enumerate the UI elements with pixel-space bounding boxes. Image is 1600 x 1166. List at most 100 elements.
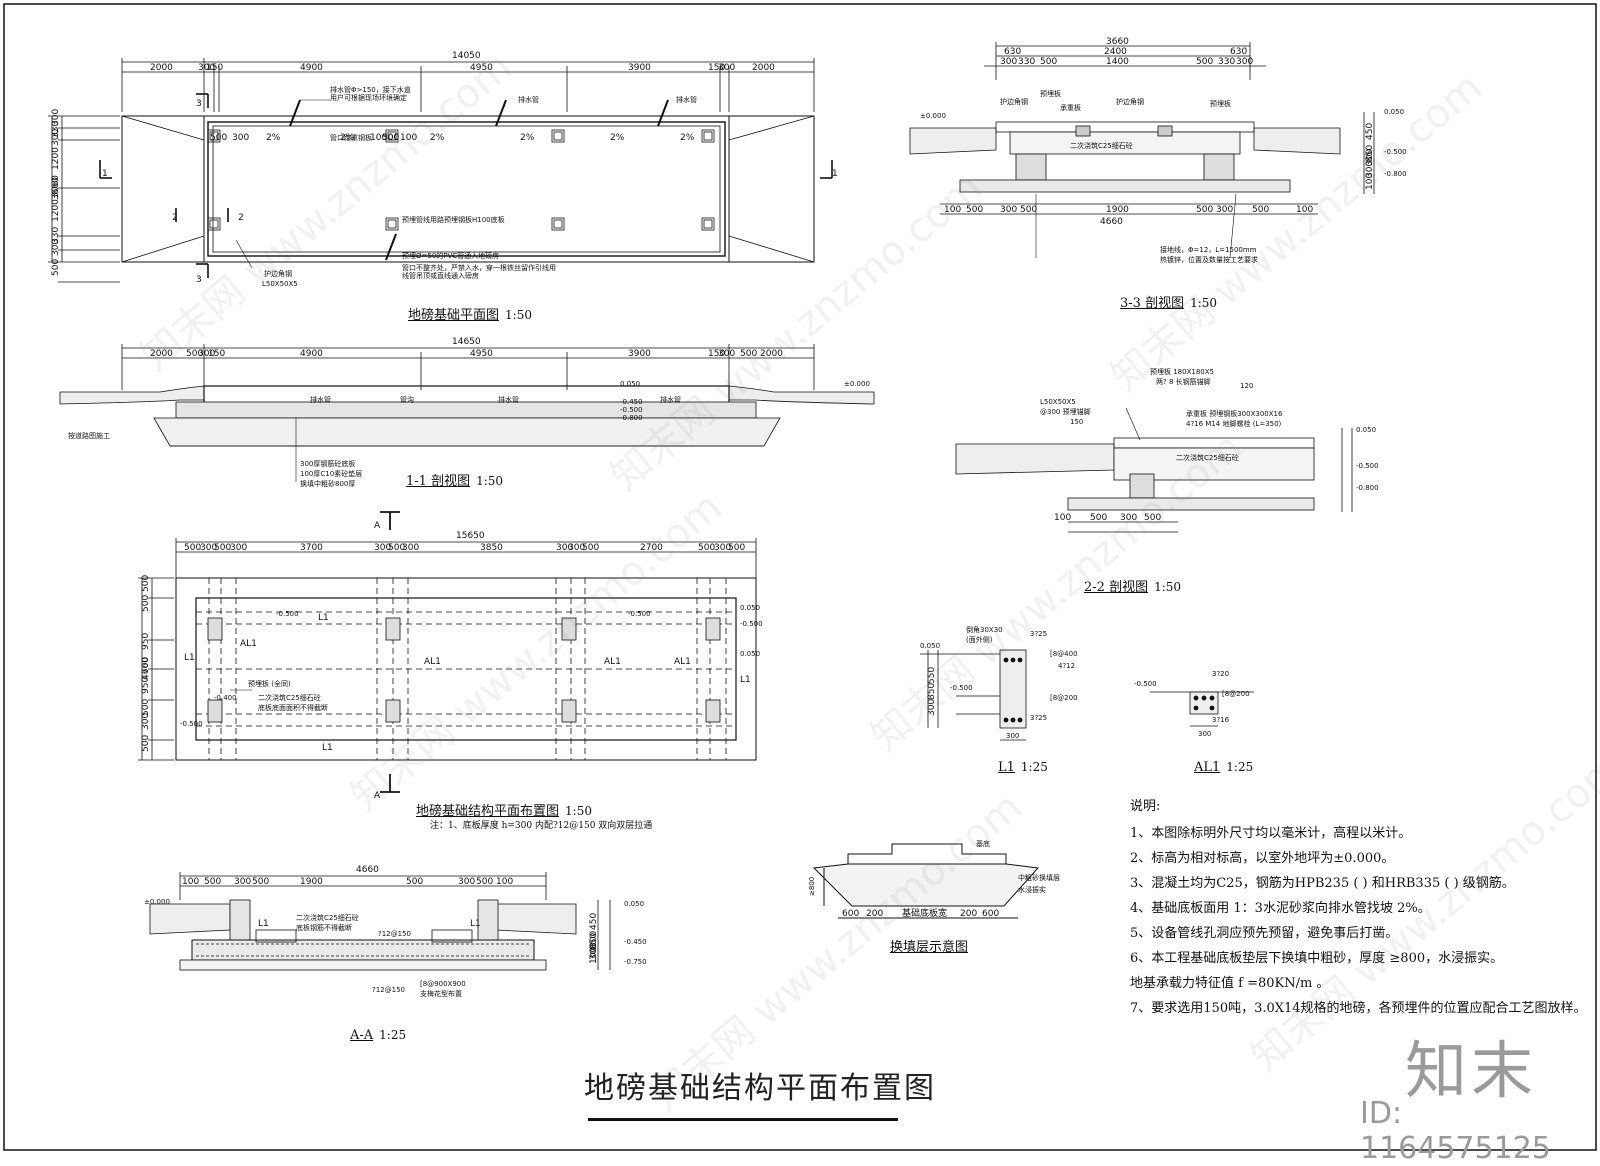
plan-inner-dim: 2% xyxy=(680,133,695,143)
struct-label: AL1 xyxy=(674,657,691,667)
s11-label: 300厚钢筋砼底板 xyxy=(300,459,355,468)
s33-label: 预埋板 xyxy=(1040,89,1061,98)
dimension-total: 14050 xyxy=(452,51,481,61)
dimension-value: 300 xyxy=(458,877,475,887)
s22-label: 承重板 预埋钢板300X300X16 xyxy=(1186,409,1283,418)
note-item: 1、本图除标明外尺寸均以毫米计，高程以米计。 xyxy=(1130,826,1412,841)
dimension-value: 2000 xyxy=(150,63,173,73)
aa-label: ?12@150 xyxy=(378,930,411,938)
fill-dim: ≥800 xyxy=(808,877,816,896)
plan-label: 排水管 xyxy=(676,95,697,104)
note-item: 5、设备管线孔洞应预先预留，避免事后打凿。 xyxy=(1130,926,1399,941)
dimension-value: 500 xyxy=(1040,57,1057,67)
dimension-value: 300 xyxy=(714,543,731,553)
s11-label: -0.500 xyxy=(620,406,643,414)
s11-label: -0.450 xyxy=(620,398,643,406)
dimension-value: 100 xyxy=(944,205,961,215)
struct-label: -0.500 xyxy=(276,610,299,618)
fill-label: 基底 xyxy=(976,839,990,848)
dimension-value: 100 xyxy=(1054,513,1071,523)
dimension-value: 500 xyxy=(186,349,203,359)
dimension-value: 300 xyxy=(1216,205,1233,215)
dimension-value: 1200 xyxy=(51,147,61,170)
plan-label: 护边角钢 xyxy=(264,269,292,278)
struct-label: AL1 xyxy=(424,657,441,667)
dimension-value: 300 xyxy=(51,129,61,146)
dimension-value: 150 xyxy=(708,63,725,73)
al1-label: 300 xyxy=(1198,730,1211,738)
l1-label: (面外侧) xyxy=(966,635,993,644)
aa-label: L1 xyxy=(470,919,481,929)
dimension-value: 500 xyxy=(966,205,983,215)
dimension-value: 4660 xyxy=(141,657,151,680)
plan-inner-dim: 100 xyxy=(370,133,387,143)
note-item: 地基承载力特征值 f =80KN/m 。 xyxy=(1130,976,1330,991)
note-item: 7、要求选用150吨，3.0X14规格的地磅，各预埋件的位置应配合工艺图放样。 xyxy=(1130,1001,1587,1016)
l1-label: 倒角30X30 xyxy=(966,625,1003,634)
dimension-value: 330 xyxy=(51,227,61,244)
dimension-value: 500 xyxy=(214,543,231,553)
s11-label: 0.050 xyxy=(620,380,640,388)
s33-label: ±0.000 xyxy=(920,112,946,120)
s11-label: 换填中粗砂800厚 xyxy=(300,479,355,488)
dimension-value: 500 xyxy=(698,543,715,553)
struct-label: -0.500 xyxy=(180,720,203,728)
sheet-border xyxy=(3,3,1597,1151)
dimension-value: 630 xyxy=(1230,47,1247,57)
dimension-value: 300 xyxy=(718,63,735,73)
dimension-value: 700 xyxy=(141,657,151,674)
aa-dim: 300 xyxy=(589,931,599,948)
dimension-value: 330 xyxy=(51,121,61,138)
dimension-value: 300 xyxy=(141,713,151,730)
dimension-value: 300 xyxy=(1236,57,1253,67)
fill-dim: 200 xyxy=(960,909,977,919)
dimension-value: 300 xyxy=(718,349,735,359)
s11-label: ±0.000 xyxy=(844,380,870,388)
design-notes: 说明: 1、本图除标明外尺寸均以毫米计，高程以米计。 2、标高为相对标高，以室外… xyxy=(1130,795,1590,1022)
struct-label: L1 xyxy=(740,675,751,685)
s33-label: 预埋板 xyxy=(1210,99,1231,108)
dimension-value: 1900 xyxy=(300,877,323,887)
dimension-value: 1400 xyxy=(1106,57,1129,67)
plan-label: 排水管 xyxy=(518,95,539,104)
dimension-value: 300 xyxy=(234,877,251,887)
note-item: 4、基础底板面用 1：3水泥砂浆向排水管找坡 2%。 xyxy=(1130,901,1431,916)
dimension-value: 500 xyxy=(388,543,405,553)
fill-label: 中粗砂换填层 xyxy=(1018,873,1060,882)
dimension-value: 100 xyxy=(496,877,513,887)
dimension-value: 330 xyxy=(1218,57,1235,67)
s22-label: 两? 8 长钢筋锚脚 xyxy=(1156,377,1211,386)
dimension-value: 300 xyxy=(1120,513,1137,523)
s22-label: -0.800 xyxy=(1356,484,1379,492)
struct-label: -0.500 xyxy=(628,610,651,618)
aa-label: -0.450 xyxy=(624,938,647,946)
aa-label: L1 xyxy=(258,919,269,929)
section-cut-mark: A xyxy=(374,791,381,801)
dimension-value: 500 xyxy=(184,543,201,553)
plan-inner-dim: 2% xyxy=(340,133,355,143)
l1-dim: 550 xyxy=(927,667,937,684)
s22-label: 120 xyxy=(1240,382,1253,390)
s11-label: -0.800 xyxy=(620,414,643,422)
dimension-value: 2400 xyxy=(1104,47,1127,57)
id-label: ID: 1164575125 xyxy=(1360,1096,1551,1166)
s33-label: 0.050 xyxy=(1384,108,1404,116)
fill-dim: 600 xyxy=(842,909,859,919)
plan-label: 排水管Φ>150，接下水道 xyxy=(330,85,411,94)
note-item: 3、混凝土均为C25，钢筋为HPB235 ( ) 和HRB335 ( ) 级钢筋… xyxy=(1130,876,1515,891)
detail-l1 xyxy=(920,649,1027,741)
dimension-value: 950 xyxy=(141,677,151,694)
l1-label: 300 xyxy=(1006,732,1019,740)
dimension-value: 3900 xyxy=(628,349,651,359)
s22-label: L50X50X5 xyxy=(1040,398,1076,406)
dimension-value: 2000 xyxy=(150,349,173,359)
s33-label: 接地线，Φ=12，L=1500mm xyxy=(1160,245,1257,254)
notes-heading: 说明: xyxy=(1130,799,1161,814)
s11-label: 排水管 xyxy=(660,395,681,404)
aa-dim: 300 xyxy=(589,943,599,960)
fill-layer-diagram xyxy=(812,843,1040,919)
dimension-total: 15650 xyxy=(456,531,485,541)
struct-label: 0.050 xyxy=(740,604,760,612)
